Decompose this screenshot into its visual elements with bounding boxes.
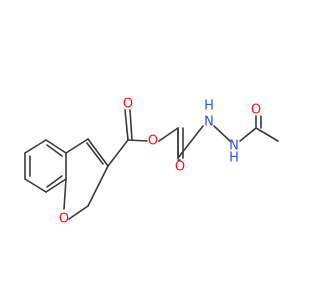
c-carbonyl-bond [107, 139, 129, 167]
atom-label-hydrazide-hydrogen-2: H [229, 151, 239, 166]
acetyl-methyl-bond [255, 127, 279, 142]
ester-c-o-double-bond [124, 109, 129, 141]
atom-label-amide-carbonyl-oxygen: O [175, 160, 185, 175]
atom-label-ring-oxygen: O [59, 212, 69, 227]
benzene-bond [45, 178, 67, 193]
ring-c-double-bond [87, 138, 109, 167]
ester-c-o-bond [127, 139, 148, 142]
atom-label-hydrazide-nitrogen-1: N [204, 115, 214, 130]
ester-c-o-double-bond-2 [129, 109, 133, 141]
molecule-canvas: O O O O O N H N H [24, 97, 279, 227]
bond-layer [24, 109, 279, 220]
atom-label-hydrazide-nitrogen-2: N [229, 139, 239, 154]
carbonyl-n-bond [177, 125, 204, 159]
ring-ch-c-bond [65, 138, 89, 154]
benzene-bond [45, 139, 67, 154]
atom-label-acetyl-carbonyl-oxygen: O [251, 103, 261, 118]
atom-label-ester-carbonyl-oxygen: O [123, 97, 133, 112]
n-n-bond [213, 125, 231, 142]
benzene-inner-bond [46, 175, 63, 188]
ring-o-ch2-bond [68, 205, 89, 220]
benzene-inner-bond [46, 144, 63, 157]
ring-ch2-c-bond [87, 165, 109, 207]
o-ch2-bond [158, 127, 179, 142]
ring-c-o-bond [63, 178, 67, 210]
atom-label-hydrazide-hydrogen-1: H [204, 99, 214, 114]
ring-c-double-bond-inner [86, 142, 104, 165]
n-acetyl-c-bond [239, 127, 257, 142]
benzene-bond [24, 139, 47, 154]
atom-label-ester-oxygen: O [148, 134, 158, 149]
benzene-bond [24, 178, 47, 193]
structural-formula: O O O O O N H N H [24, 97, 279, 227]
